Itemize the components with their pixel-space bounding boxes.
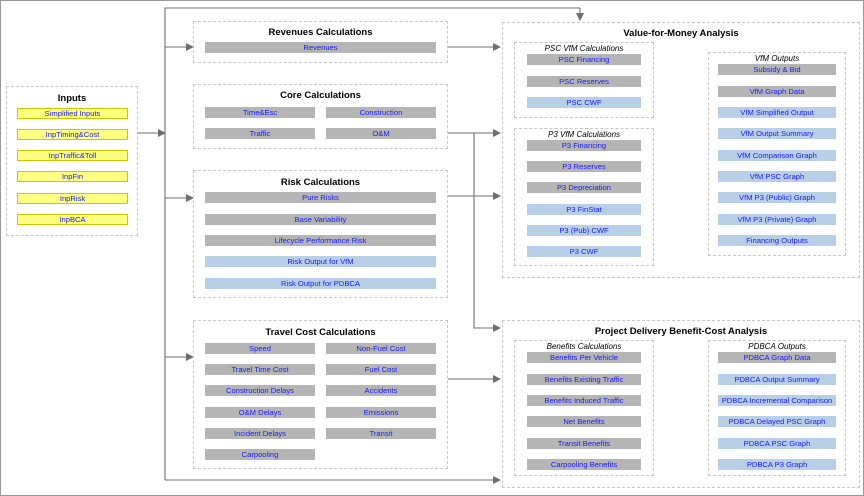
input-bca[interactable]: InpBCA <box>17 214 128 225</box>
calc-p3-depreciation[interactable]: P3 Depreciation <box>527 182 641 193</box>
calc-revenues[interactable]: Revenues <box>205 42 436 53</box>
output-p3-cwf[interactable]: P3 CWF <box>527 246 641 257</box>
calc-pure-risks[interactable]: Pure Risks <box>205 192 436 203</box>
travel-cost-panel: Travel Cost Calculations Speed Travel Ti… <box>193 320 448 469</box>
output-p3-pub-cwf[interactable]: P3 (Pub) CWF <box>527 225 641 236</box>
line-to-pdbca <box>473 133 501 332</box>
output-pdbca-graph-data[interactable]: PDBCA Graph Data <box>718 352 836 363</box>
calc-carpooling[interactable]: Carpooling <box>205 449 315 460</box>
p3-vfm-panel: P3 VfM Calculations P3 Financing P3 Rese… <box>514 128 654 266</box>
calc-carpooling-benefits[interactable]: Carpooling Benefits <box>527 459 641 470</box>
input-timing-cost[interactable]: InpTiming&Cost <box>17 129 128 140</box>
calc-travel-time-cost[interactable]: Travel Time Cost <box>205 364 315 375</box>
calc-construction[interactable]: Construction <box>326 107 436 118</box>
output-pdbca-delayed-psc-graph[interactable]: PDBCA Delayed PSC Graph <box>718 416 836 427</box>
calc-p3-finstat[interactable]: P3 FinStat <box>527 204 641 215</box>
pdbca-outputs-title: PDBCA Outputs <box>748 342 806 351</box>
calc-traffic[interactable]: Traffic <box>205 128 315 139</box>
risk-panel: Risk Calculations Pure Risks Base Variab… <box>193 170 448 298</box>
output-pdbca-p3-graph[interactable]: PDBCA P3 Graph <box>718 459 836 470</box>
output-vfm-p3-public-graph[interactable]: VfM P3 (Public) Graph <box>718 192 836 203</box>
calc-emissions[interactable]: Emissions <box>326 407 436 418</box>
core-title: Core Calculations <box>280 90 361 101</box>
input-traffic-toll[interactable]: InpTraffic&Toll <box>17 150 128 161</box>
output-pdbca-psc-graph[interactable]: PDBCA PSC Graph <box>718 438 836 449</box>
calc-transit-benefits[interactable]: Transit Benefits <box>527 438 641 449</box>
output-vfm-summary[interactable]: VfM Output Summary <box>718 128 836 139</box>
travel-cost-title: Travel Cost Calculations <box>265 327 376 338</box>
calc-psc-reserves[interactable]: PSC Reserves <box>527 76 641 87</box>
inputs-title: Inputs <box>57 93 87 104</box>
calc-fuel-cost[interactable]: Fuel Cost <box>326 364 436 375</box>
calc-incident-delays[interactable]: Incident Delays <box>205 428 315 439</box>
output-risk-vfm[interactable]: Risk Output for VfM <box>205 256 436 267</box>
calc-transit[interactable]: Transit <box>326 428 436 439</box>
output-vfm-comparison-graph[interactable]: VfM Comparison Graph <box>718 150 836 161</box>
benefits-title: Benefits Calculations <box>546 342 622 351</box>
calc-time-esc[interactable]: Time&Esc <box>205 107 315 118</box>
output-pdbca-summary[interactable]: PDBCA Output Summary <box>718 374 836 385</box>
output-vfm-graph-data[interactable]: VfM Graph Data <box>718 86 836 97</box>
calc-non-fuel-cost[interactable]: Non-Fuel Cost <box>326 343 436 354</box>
input-simplified-inputs[interactable]: Simplified Inputs <box>17 108 128 119</box>
revenues-title: Revenues Calculations <box>268 27 373 38</box>
calc-net-benefits[interactable]: Net Benefits <box>527 416 641 427</box>
output-pdbca-incremental-comparison[interactable]: PDBCA Incremental Comparison <box>718 395 836 406</box>
calc-lifecycle-performance-risk[interactable]: Lifecycle Performance Risk <box>205 235 436 246</box>
revenues-panel: Revenues Calculations Revenues <box>193 21 448 63</box>
calc-psc-financing[interactable]: PSC Financing <box>527 54 641 65</box>
calc-om-delays[interactable]: O&M Delays <box>205 407 315 418</box>
calc-om[interactable]: O&M <box>326 128 436 139</box>
psc-vfm-title: PSC VfM Calculations <box>544 44 624 53</box>
input-fin[interactable]: InpFin <box>17 171 128 182</box>
pdbca-title: Project Delivery Benefit-Cost Analysis <box>594 326 768 337</box>
calc-speed[interactable]: Speed <box>205 343 315 354</box>
calc-benefits-induced-traffic[interactable]: Benefits Induced Traffic <box>527 395 641 406</box>
psc-vfm-panel: PSC VfM Calculations PSC Financing PSC R… <box>514 42 654 118</box>
p3-vfm-title: P3 VfM Calculations <box>547 130 621 139</box>
output-risk-pdbca[interactable]: Risk Output for PDBCA <box>205 278 436 289</box>
vfm-outputs-title: VfM Outputs <box>754 54 800 63</box>
risk-title: Risk Calculations <box>280 177 361 188</box>
input-risk[interactable]: InpRisk <box>17 193 128 204</box>
calc-benefits-existing-traffic[interactable]: Benefits Existing Traffic <box>527 374 641 385</box>
trunk-line <box>164 7 580 480</box>
calc-accidents[interactable]: Accidents <box>326 385 436 396</box>
calc-p3-reserves[interactable]: P3 Reserves <box>527 161 641 172</box>
vfm-title: Value-for-Money Analysis <box>623 28 739 39</box>
core-panel: Core Calculations Time&Esc Construction … <box>193 84 448 149</box>
output-vfm-psc-graph[interactable]: VfM PSC Graph <box>718 171 836 182</box>
calc-benefits-per-vehicle[interactable]: Benefits Per Vehicle <box>527 352 641 363</box>
output-vfm-p3-private-graph[interactable]: VfM P3 (Private) Graph <box>718 214 836 225</box>
vfm-outputs-panel: VfM Outputs Subsidy & Bid VfM Graph Data… <box>708 52 846 256</box>
output-subsidy-bid[interactable]: Subsidy & Bid <box>718 64 836 75</box>
inputs-panel: Inputs Simplified Inputs InpTiming&Cost … <box>6 86 138 236</box>
pdbca-outputs-panel: PDBCA Outputs PDBCA Graph Data PDBCA Out… <box>708 340 846 476</box>
output-financing[interactable]: Financing Outputs <box>718 235 836 246</box>
output-psc-cwf[interactable]: PSC CWF <box>527 97 641 108</box>
calc-p3-financing[interactable]: P3 Financing <box>527 140 641 151</box>
calc-construction-delays[interactable]: Construction Delays <box>205 385 315 396</box>
output-vfm-simplified[interactable]: VfM Simplified Output <box>718 107 836 118</box>
calc-base-variability[interactable]: Base Variability <box>205 214 436 225</box>
benefits-panel: Benefits Calculations Benefits Per Vehic… <box>514 340 654 476</box>
